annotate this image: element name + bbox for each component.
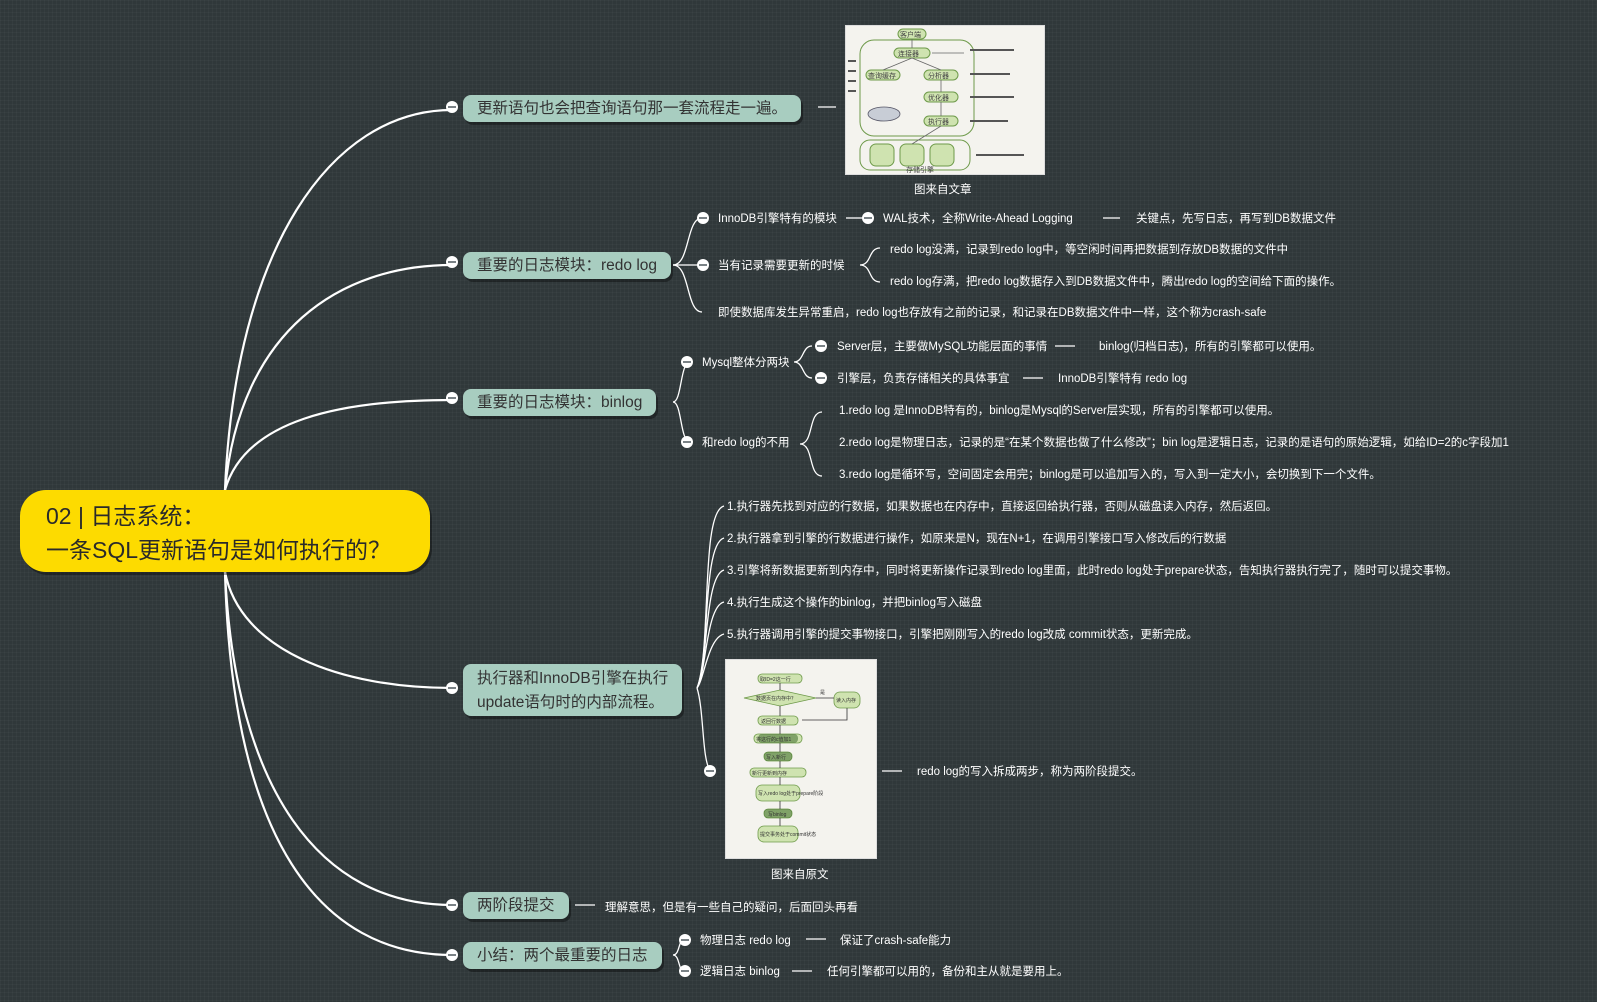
flow-step-5[interactable]: 5.执行器调用引擎的提交事物接口，引擎把刚刚写入的redo log改成 comm… xyxy=(727,629,1198,641)
topic-update-flow[interactable]: 更新语句也会把查询语句那一套流程走一遍。 xyxy=(463,95,802,122)
binlog-archive-log[interactable]: binlog(归档日志)，所有的引擎都可以使用。 xyxy=(1099,341,1322,353)
summary-redo-note[interactable]: 保证了crash-safe能力 xyxy=(840,935,952,947)
collapse-icon[interactable] xyxy=(446,949,458,961)
flow-two-phase[interactable]: redo log的写入拆成两步，称为两阶段提交。 xyxy=(917,766,1143,778)
img2-label: 写binlog xyxy=(768,812,787,818)
binlog-diff-2[interactable]: 2.redo log是物理日志，记录的是“在某个数据也做了什么修改”；bin l… xyxy=(839,437,1509,449)
summary-binlog-note[interactable]: 任何引擎都可以用的，备份和主从就是要用上。 xyxy=(827,966,1069,978)
img1-label: 执行器 xyxy=(928,117,949,126)
flow-step-1[interactable]: 1.执行器先找到对应的行数据，如果数据也在内存中，直接返回给执行器，否则从磁盘读… xyxy=(727,501,1278,513)
topic-executor-flow-line1: 执行器和InnoDB引擎在执行 xyxy=(477,670,669,687)
query-flow-image: 客户端 连接器 分析器 优化器 执行器 查询缓存 存储引擎 xyxy=(845,25,1045,175)
collapse-icon[interactable] xyxy=(446,392,458,404)
topic-executor-flow-line2: update语句时的内部流程。 xyxy=(477,694,664,711)
img1-label: 存储引擎 xyxy=(906,165,934,174)
img1-label: 分析器 xyxy=(928,71,949,80)
collapse-icon[interactable] xyxy=(446,682,458,694)
two-phase-note[interactable]: 理解意思，但是有一些自己的疑问，后面回头再看 xyxy=(605,902,858,914)
collapse-icon[interactable] xyxy=(815,372,827,384)
flow-step-4[interactable]: 4.执行生成这个操作的binlog，并把binlog写入磁盘 xyxy=(727,597,982,609)
flow-step-2[interactable]: 2.执行器拿到引擎的行数据进行操作，如原来是N，现在N+1，在调用引擎接口写入修… xyxy=(727,533,1227,545)
collapse-icon[interactable] xyxy=(815,340,827,352)
redo-crash-safe[interactable]: 即使数据库发生异常重启，redo log也存放有之前的记录，和记录在DB数据文件… xyxy=(718,307,1267,319)
binlog-two-parts[interactable]: Mysql整体分两块 xyxy=(702,357,790,369)
img1-label: 客户端 xyxy=(900,30,921,39)
binlog-innodb-redo[interactable]: InnoDB引擎特有 redo log xyxy=(1058,373,1188,385)
img2-label: 新行更新到内存 xyxy=(752,770,787,777)
collapse-icon[interactable] xyxy=(697,212,709,224)
img2-label: 取ID=2这一行 xyxy=(760,676,791,683)
redo-update-when[interactable]: 当有记录需要更新的时候 xyxy=(718,260,845,272)
img2-label: 将这行的c值加1 xyxy=(756,736,792,743)
topic-executor-flow[interactable]: 执行器和InnoDB引擎在执行 update语句时的内部流程。 xyxy=(463,664,683,716)
topic-redo-log[interactable]: 重要的日志模块：redo log xyxy=(463,252,672,279)
img2-label: 写入redo log处于prepare阶段 xyxy=(758,790,823,797)
binlog-server-layer[interactable]: Server层，主要做MySQL功能层面的事情 xyxy=(837,341,1048,353)
root-title-line1: 02 | 日志系统： xyxy=(46,503,206,529)
redo-wal[interactable]: WAL技术，全称Write-Ahead Logging xyxy=(883,213,1073,225)
img2-label: 读入内存 xyxy=(836,697,856,704)
binlog-diff[interactable]: 和redo log的不用 xyxy=(702,437,790,449)
collapse-icon[interactable] xyxy=(679,934,691,946)
img1-label: 连接器 xyxy=(898,49,919,58)
collapse-icon[interactable] xyxy=(862,212,874,224)
redo-wal-key[interactable]: 关键点，先写日志，再写到DB数据文件 xyxy=(1136,213,1336,225)
collapse-icon[interactable] xyxy=(681,436,693,448)
collapse-icon[interactable] xyxy=(446,256,458,268)
img1-label: 查询缓存 xyxy=(868,71,896,80)
root-title-line2: 一条SQL更新语句是如何执行的？ xyxy=(46,537,392,563)
redo-innodb-module[interactable]: InnoDB引擎特有的模块 xyxy=(718,213,837,225)
summary-binlog[interactable]: 逻辑日志 binlog xyxy=(700,966,780,978)
collapse-icon[interactable] xyxy=(679,965,691,977)
topic-binlog[interactable]: 重要的日志模块：binlog xyxy=(463,389,657,416)
collapse-icon[interactable] xyxy=(446,899,458,911)
update-flow-image: 取ID=2这一行 数据页在内存中？ 是 读入内存 返回行数据 将这行的c值加1 … xyxy=(725,659,877,859)
query-flow-diagram: 客户端 连接器 分析器 优化器 执行器 查询缓存 存储引擎 xyxy=(848,28,1024,174)
img2-label: 写入新行 xyxy=(766,754,786,761)
topic-summary[interactable]: 小结：两个最重要的日志 xyxy=(463,942,662,969)
image-caption: 图来自原文 xyxy=(771,869,829,881)
image-caption: 图来自文章 xyxy=(914,184,972,196)
flow-step-3[interactable]: 3.引擎将新数据更新到内存中，同时将更新操作记录到redo log里面，此时re… xyxy=(727,565,1458,577)
img2-label: 提交事务处于commit状态 xyxy=(760,831,816,838)
binlog-engine-layer[interactable]: 引擎层，负责存储相关的具体事宜 xyxy=(837,373,1010,385)
collapse-icon[interactable] xyxy=(681,356,693,368)
img2-label: 返回行数据 xyxy=(761,718,786,725)
collapse-icon[interactable] xyxy=(697,259,709,271)
collapse-icon[interactable] xyxy=(704,765,716,777)
img2-label: 数据页在内存中？ xyxy=(756,695,796,702)
root-topic[interactable]: 02 | 日志系统： 一条SQL更新语句是如何执行的？ xyxy=(20,490,430,572)
topic-two-phase-commit[interactable]: 两阶段提交 xyxy=(463,892,569,919)
collapse-icon[interactable] xyxy=(446,101,458,113)
img1-label: 优化器 xyxy=(928,93,949,102)
update-flow-diagram: 取ID=2这一行 数据页在内存中？ 是 读入内存 返回行数据 将这行的c值加1 … xyxy=(743,673,861,843)
img2-label: 是 xyxy=(820,690,825,696)
binlog-diff-1[interactable]: 1.redo log 是InnoDB特有的，binlog是Mysql的Serve… xyxy=(839,405,1280,417)
binlog-diff-3[interactable]: 3.redo log是循环写，空间固定会用完；binlog是可以追加写入的，写入… xyxy=(839,469,1381,481)
summary-redo[interactable]: 物理日志 redo log xyxy=(700,935,791,947)
redo-not-full[interactable]: redo log没满，记录到redo log中，等空闲时间再把数据到存放DB数据… xyxy=(890,244,1289,256)
redo-full[interactable]: redo log存满，把redo log数据存入到DB数据文件中，腾出redo … xyxy=(890,276,1342,288)
